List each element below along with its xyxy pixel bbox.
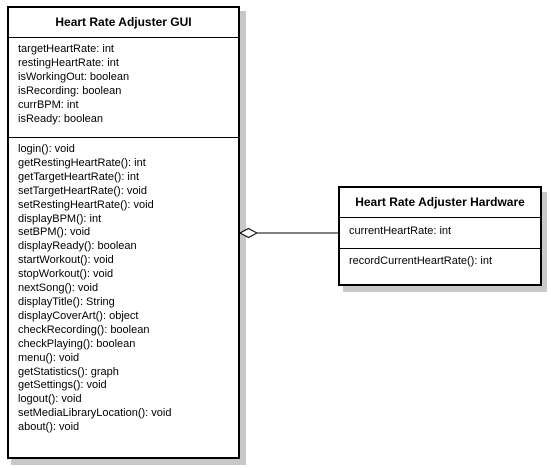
- operation: startWorkout(): void: [18, 254, 114, 267]
- operations-compartment: login(): void getRestingHeartRate(): int…: [9, 138, 238, 435]
- operation: setBPM(): void: [18, 226, 91, 239]
- operation: getTargetHeartRate(): int: [18, 170, 140, 183]
- operation: stopWorkout(): void: [18, 268, 114, 281]
- operation: logout(): void: [18, 393, 82, 406]
- operation: displayReady(): boolean: [18, 240, 137, 253]
- operation: displayBPM(): int: [18, 212, 102, 225]
- attribute: targetHeartRate: int: [18, 43, 114, 55]
- class-heart-rate-adjuster-hardware[interactable]: Heart Rate Adjuster Hardware currentHear…: [338, 186, 542, 286]
- attributes-compartment: targetHeartRate: int restingHeartRate: i…: [9, 38, 238, 138]
- operation: menu(): void: [18, 351, 80, 364]
- attribute: isWorkingOut: boolean: [18, 70, 130, 83]
- operation: nextSong(): void: [18, 282, 99, 295]
- class-title: Heart Rate Adjuster GUI: [9, 8, 238, 38]
- attribute: isReady: boolean: [18, 112, 104, 125]
- operation: login(): void: [18, 143, 75, 155]
- operation: setRestingHeartRate(): void: [18, 198, 154, 211]
- operation: about(): void: [18, 421, 80, 434]
- operation: recordCurrentHeartRate(): int: [349, 255, 493, 267]
- operation: checkPlaying(): boolean: [18, 337, 136, 350]
- operation: displayTitle(): String: [18, 295, 115, 308]
- operation: setTargetHeartRate(): void: [18, 184, 147, 197]
- attribute: isRecording: boolean: [18, 84, 122, 97]
- operation: setMediaLibraryLocation(): void: [18, 407, 172, 420]
- attribute: restingHeartRate: int: [18, 56, 119, 69]
- class-heart-rate-adjuster-gui[interactable]: Heart Rate Adjuster GUI targetHeartRate:…: [7, 6, 240, 459]
- operation: getSettings(): void: [18, 379, 107, 392]
- attribute: currBPM: int: [18, 98, 79, 111]
- operation: getStatistics(): graph: [18, 365, 119, 378]
- operation: displayCoverArt(): object: [18, 309, 139, 322]
- attribute: currentHeartRate: int: [349, 225, 452, 237]
- operation: getRestingHeartRate(): int: [18, 156, 146, 169]
- operation: checkRecording(): boolean: [18, 323, 150, 336]
- attributes-compartment: currentHeartRate: int: [340, 218, 540, 249]
- class-title: Heart Rate Adjuster Hardware: [340, 188, 540, 218]
- operations-compartment: recordCurrentHeartRate(): int: [340, 249, 540, 269]
